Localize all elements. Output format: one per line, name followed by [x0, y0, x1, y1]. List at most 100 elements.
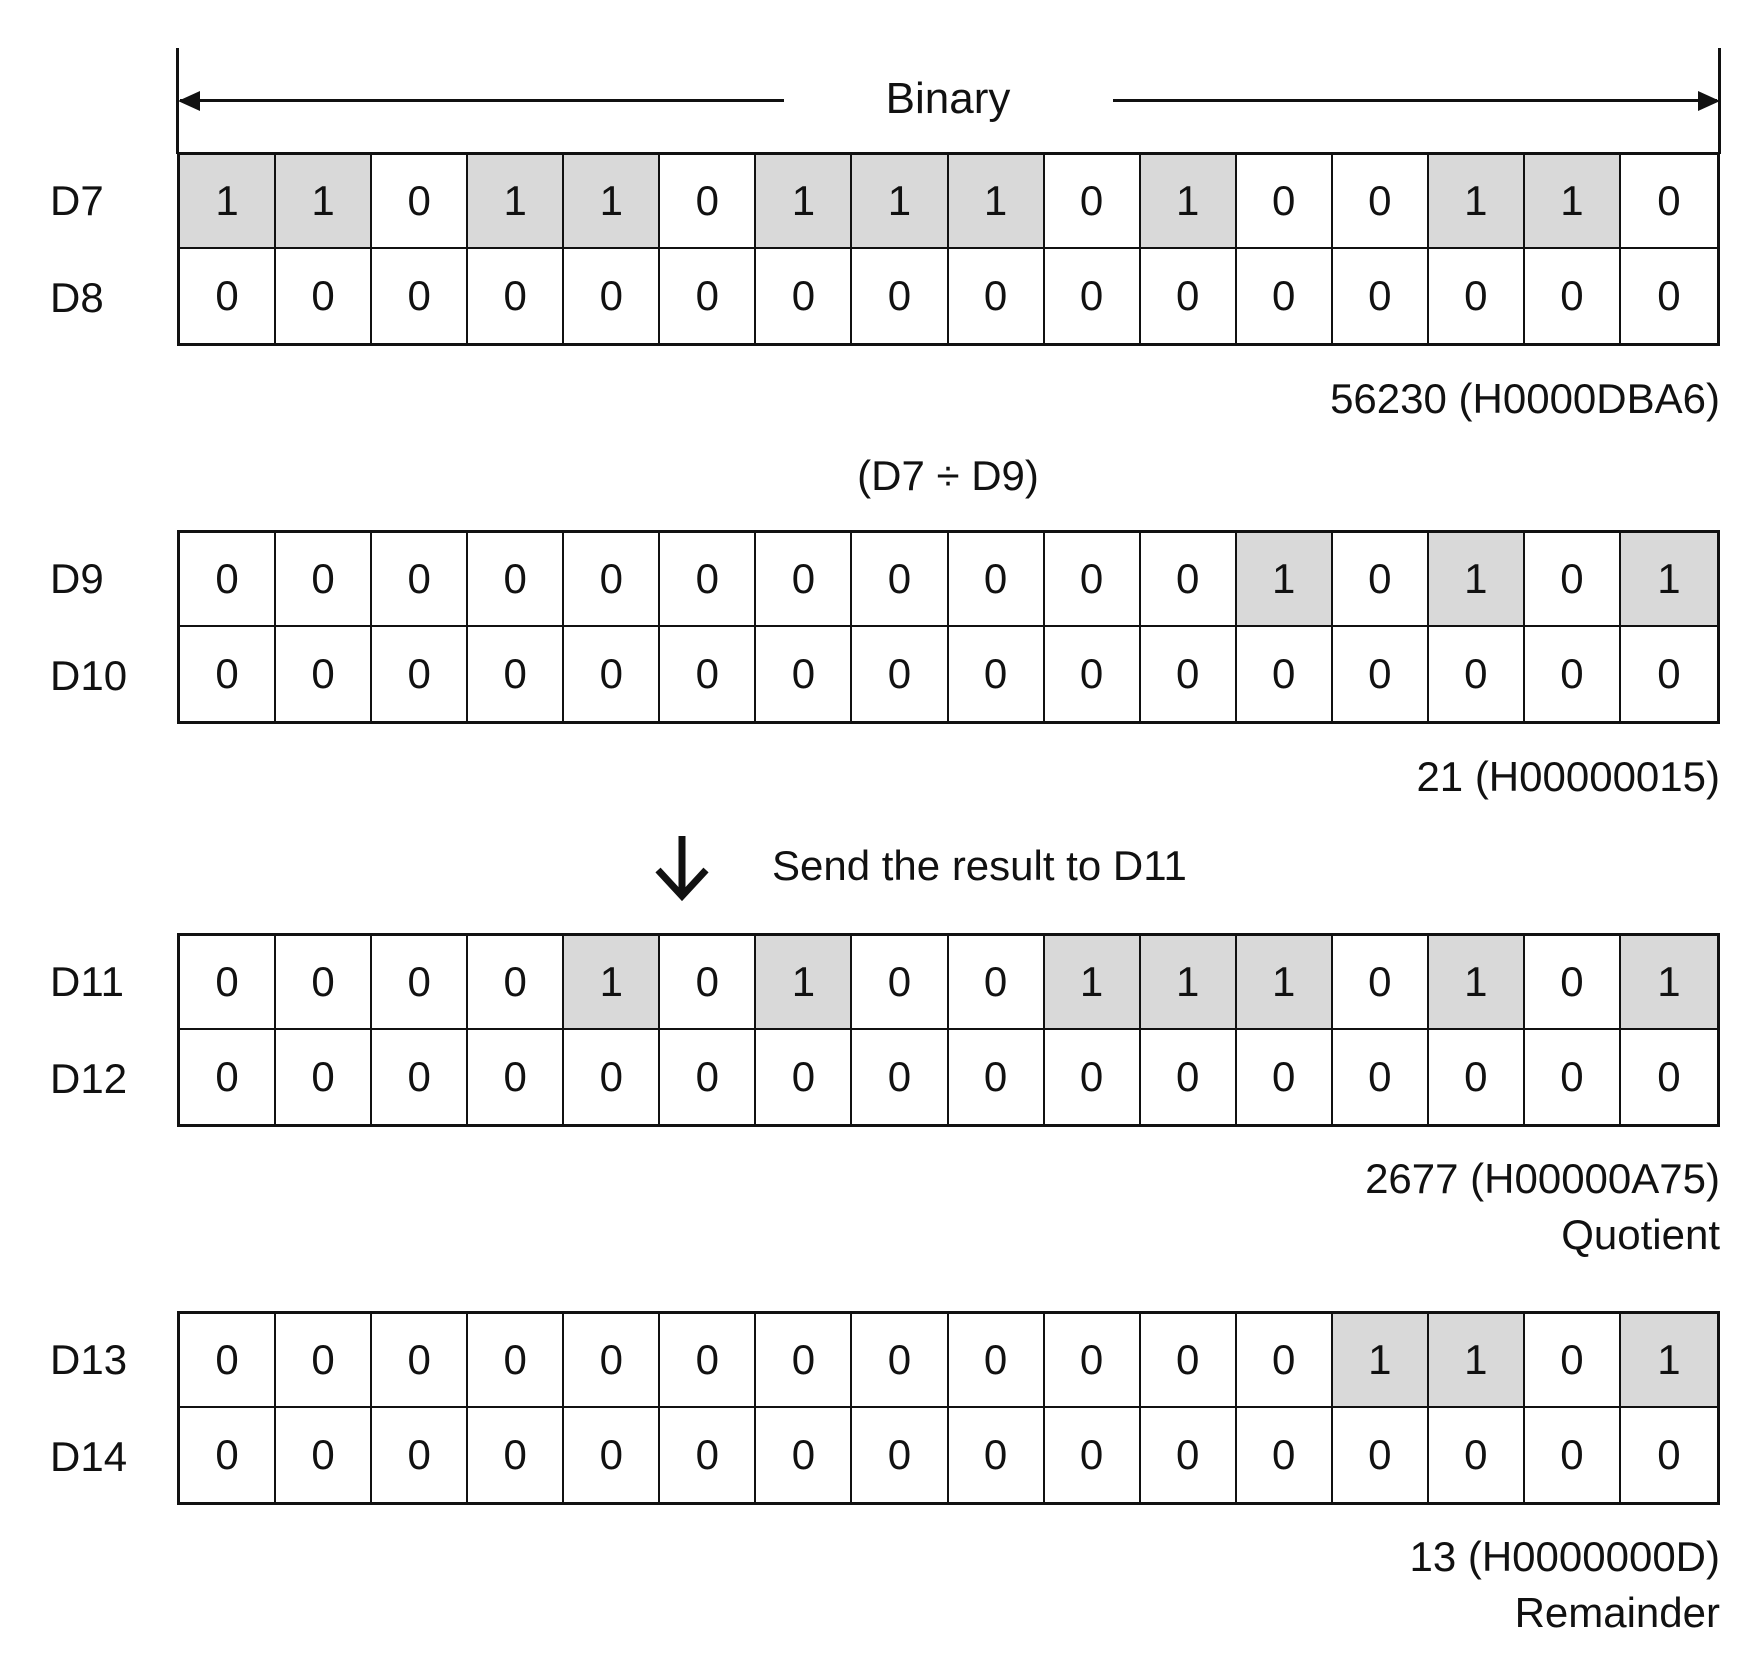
- bit-cell: 0: [948, 1030, 1045, 1124]
- bit-cell: 1: [1620, 1314, 1717, 1408]
- bit-cell: 1: [1236, 936, 1333, 1030]
- binary-title: Binary: [885, 74, 1011, 123]
- bit-cell: 0: [1524, 1314, 1621, 1408]
- bit-cell: 0: [1524, 533, 1621, 627]
- bit-cell: 0: [1236, 627, 1333, 721]
- bit-cell: 0: [1236, 155, 1333, 249]
- bit-cell: 0: [1044, 627, 1141, 721]
- bit-cell: 0: [852, 627, 949, 721]
- bit-cell: 0: [660, 1408, 757, 1502]
- bit-cell: 0: [756, 533, 853, 627]
- bit-cell: 1: [1140, 155, 1237, 249]
- bit-cell: 0: [1140, 1408, 1237, 1502]
- bit-cell: 0: [660, 1030, 757, 1124]
- bit-cell: 0: [276, 627, 373, 721]
- bit-cell: 0: [1044, 1314, 1141, 1408]
- bit-cell: 0: [564, 1408, 661, 1502]
- register-value: 13 (H0000000D) Remainder: [1409, 1529, 1720, 1641]
- bit-cell: 0: [1524, 627, 1621, 721]
- left-arrowhead-icon: [178, 91, 200, 111]
- bit-cell: 0: [1620, 1408, 1717, 1502]
- bit-cell: 0: [1044, 533, 1141, 627]
- bit-cell: 1: [1428, 155, 1525, 249]
- bit-cell: 1: [180, 155, 277, 249]
- bit-cell: 0: [1620, 627, 1717, 721]
- bit-cell: 0: [468, 249, 565, 343]
- bit-cell: 1: [1620, 936, 1717, 1030]
- bit-cell: 0: [180, 1030, 277, 1124]
- bit-cell: 0: [180, 1408, 277, 1502]
- bit-cell: 0: [1428, 627, 1525, 721]
- bit-cell: 0: [1524, 936, 1621, 1030]
- register-value: 56230 (H0000DBA6): [1330, 371, 1720, 427]
- register-label: D10: [50, 652, 128, 699]
- right-arrowhead-icon: [1698, 91, 1720, 111]
- bit-cell: 1: [1140, 936, 1237, 1030]
- bit-cell: 0: [1140, 533, 1237, 627]
- bit-cell: 0: [852, 936, 949, 1030]
- bit-cell: 0: [660, 936, 757, 1030]
- bit-cell: 0: [372, 155, 469, 249]
- bit-cell: 0: [1044, 1030, 1141, 1124]
- bit-cell: 0: [1332, 936, 1429, 1030]
- bit-cell: 0: [756, 1408, 853, 1502]
- bit-cell: 0: [1620, 249, 1717, 343]
- bit-cell: 0: [1332, 627, 1429, 721]
- bit-cell: 0: [948, 936, 1045, 1030]
- send-result-text: Send the result to D11: [772, 842, 1187, 889]
- bit-cell: 0: [1620, 155, 1717, 249]
- bit-cell: 0: [372, 627, 469, 721]
- bit-cell: 0: [756, 249, 853, 343]
- bit-cell: 0: [948, 1314, 1045, 1408]
- span-left-tick: [176, 48, 179, 154]
- bit-cell: 1: [948, 155, 1045, 249]
- bit-cell: 1: [1428, 533, 1525, 627]
- value-text: 56230 (H0000DBA6): [1330, 375, 1720, 422]
- bit-cell: 0: [468, 1030, 565, 1124]
- bit-cell: 0: [1620, 1030, 1717, 1124]
- bit-cell: 0: [948, 249, 1045, 343]
- bit-cell: 0: [660, 533, 757, 627]
- value-caption: Remainder: [1514, 1589, 1720, 1636]
- bit-cell: 0: [1236, 249, 1333, 343]
- value-caption: Quotient: [1561, 1211, 1720, 1258]
- bit-cell: 0: [180, 533, 277, 627]
- bit-cell: 1: [756, 155, 853, 249]
- bit-cell: 1: [1044, 936, 1141, 1030]
- bit-cell: 0: [1236, 1408, 1333, 1502]
- bit-cell: 0: [564, 1030, 661, 1124]
- bit-cell: 0: [660, 155, 757, 249]
- bit-cell: 0: [468, 936, 565, 1030]
- bit-cell: 0: [1332, 155, 1429, 249]
- bit-cell: 1: [1332, 1314, 1429, 1408]
- bit-cell: 1: [468, 155, 565, 249]
- bit-cell: 0: [852, 249, 949, 343]
- value-text: 13 (H0000000D): [1409, 1533, 1720, 1580]
- bit-cell: 0: [372, 1314, 469, 1408]
- bit-cell: 1: [1524, 155, 1621, 249]
- bit-cell: 0: [372, 1030, 469, 1124]
- bit-cell: 0: [852, 1314, 949, 1408]
- bit-cell: 1: [276, 155, 373, 249]
- bit-cell: 0: [1044, 249, 1141, 343]
- bit-cell: 0: [948, 1408, 1045, 1502]
- span-left-line: [180, 99, 784, 102]
- bit-cell: 0: [852, 1030, 949, 1124]
- bit-cell: 0: [468, 533, 565, 627]
- bit-cell: 0: [660, 249, 757, 343]
- register-label: D8: [50, 274, 104, 321]
- bit-cell: 0: [852, 533, 949, 627]
- bit-cell: 0: [1140, 1314, 1237, 1408]
- register-value: 21 (H00000015): [1416, 749, 1720, 805]
- bit-cell: 0: [1332, 249, 1429, 343]
- bit-cell: 0: [1332, 1408, 1429, 1502]
- bit-cell: 0: [756, 627, 853, 721]
- bit-cell: 0: [1044, 1408, 1141, 1502]
- bit-cell: 0: [564, 533, 661, 627]
- bit-cell: 0: [1236, 1030, 1333, 1124]
- register-label: D13: [50, 1336, 128, 1383]
- bit-cell: 0: [1332, 1030, 1429, 1124]
